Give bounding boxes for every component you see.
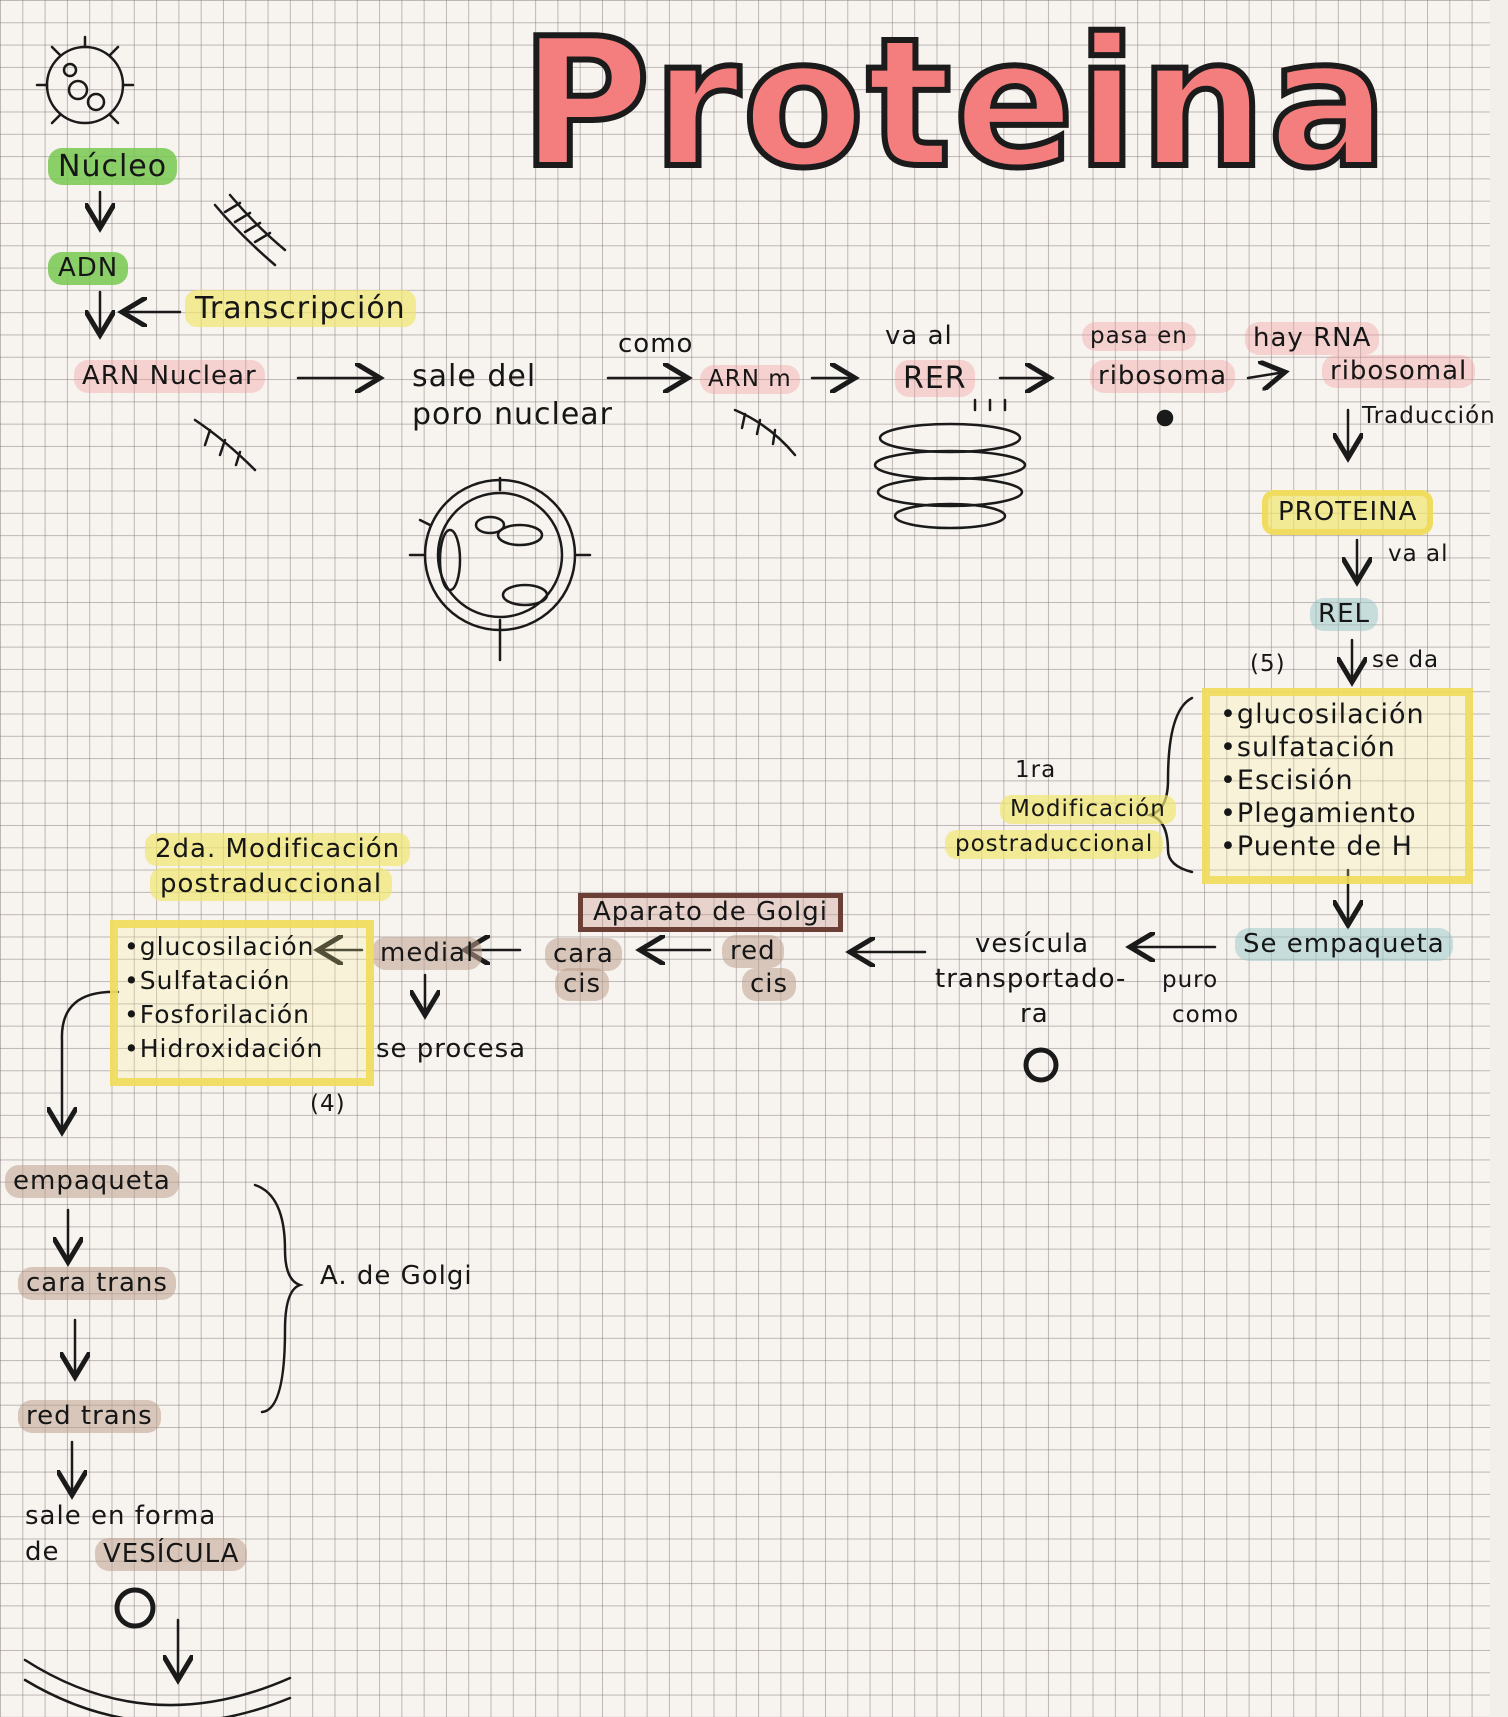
mod2-item: •Hidroxidación: [124, 1034, 324, 1063]
rer-icon: [873, 398, 1027, 530]
text-como-2: como: [1172, 1002, 1240, 1028]
arn-m-strand-icon: [733, 408, 797, 457]
mod1-item: •Plegamiento: [1220, 798, 1417, 829]
node-medial: medial: [372, 937, 483, 970]
page-title: Proteina: [517, 0, 1391, 210]
node-red: red: [722, 935, 784, 968]
final-vesicle-icon: [114, 1587, 156, 1629]
text-ribosomal: ribosomal: [1322, 355, 1476, 388]
count-4: (4): [310, 1091, 346, 1117]
node-rer: RER: [895, 360, 975, 397]
text-poro-nuclear: poro nuclear: [412, 397, 613, 432]
vesicle-icon: [1023, 1047, 1059, 1083]
text-se-da: se da: [1372, 647, 1440, 673]
node-vesicula-3: ra: [1020, 999, 1049, 1029]
mod1-label-3: postraduccional: [945, 830, 1164, 860]
node-rel: REL: [1310, 598, 1378, 631]
count-5: (5): [1250, 651, 1286, 677]
mod1-item: •glucosilación: [1220, 699, 1425, 730]
node-red-trans: red trans: [18, 1400, 161, 1433]
node-aparato-golgi: Aparato de Golgi: [578, 893, 843, 932]
mod2-item: •glucosilación: [124, 932, 315, 961]
label-transcripcion: Transcripción: [185, 290, 416, 327]
mod2-item: •Sulfatación: [124, 966, 291, 995]
node-ribosoma: ribosoma: [1090, 360, 1236, 393]
ribosome-dot: [1156, 409, 1174, 427]
mod2-box: •glucosilación •Sulfatación •Fosforilaci…: [110, 920, 374, 1086]
mod1-label-1: 1ra: [1015, 757, 1057, 783]
node-vesicula-final: VESÍCULA: [95, 1538, 248, 1571]
text-se-procesa: se procesa: [376, 1034, 527, 1064]
arn-nuclear-strand-icon: [193, 418, 257, 472]
cell-icon: [35, 35, 135, 125]
text-va-al-2: va al: [1388, 541, 1449, 567]
node-empaqueta: empaqueta: [5, 1165, 179, 1198]
page-margin: [1490, 0, 1508, 1717]
node-cis-1: cis: [742, 968, 797, 1001]
node-vesicula-2: transportado-: [935, 964, 1127, 994]
node-cara-trans: cara trans: [18, 1267, 176, 1300]
text-de: de: [25, 1537, 60, 1567]
text-sale-en-forma: sale en forma: [25, 1501, 217, 1531]
node-cis-2: cis: [555, 968, 610, 1001]
mod1-box: •glucosilación •sulfatación •Escisión •P…: [1202, 688, 1473, 884]
node-arn-m: ARN m: [700, 365, 800, 395]
dna-icon: [213, 193, 287, 267]
mod1-label-2: Modificación: [1000, 795, 1176, 825]
text-puro: puro: [1162, 967, 1219, 993]
node-arn-nuclear: ARN Nuclear: [74, 360, 265, 393]
label-como: como: [618, 329, 694, 359]
mod1-item: •Escisión: [1220, 765, 1354, 796]
label-traduccion: Traducción: [1362, 403, 1496, 429]
text-sale-del: sale del: [412, 359, 537, 394]
label-a-de-golgi: A. de Golgi: [320, 1261, 473, 1291]
text-hay-rna: hay RNA: [1245, 322, 1380, 355]
node-se-empaqueta: Se empaqueta: [1235, 928, 1453, 961]
node-vesicula-1: vesícula: [975, 929, 1090, 959]
nucleus-pore-icon: [408, 476, 592, 662]
node-nucleo: Núcleo: [48, 148, 178, 185]
mod2-label-1: 2da. Modificación: [145, 833, 411, 866]
node-proteina: PROTEINA: [1262, 490, 1434, 535]
node-cara: cara: [545, 938, 622, 971]
text-pasa-en: pasa en: [1082, 322, 1196, 352]
text-va-al: va al: [885, 321, 953, 351]
mod2-item: •Fosforilación: [124, 1000, 310, 1029]
mod2-label-2: postraduccional: [150, 868, 393, 901]
mod1-item: •sulfatación: [1220, 732, 1396, 763]
mod1-item: •Puente de H: [1220, 831, 1413, 862]
node-adn: ADN: [48, 252, 129, 285]
